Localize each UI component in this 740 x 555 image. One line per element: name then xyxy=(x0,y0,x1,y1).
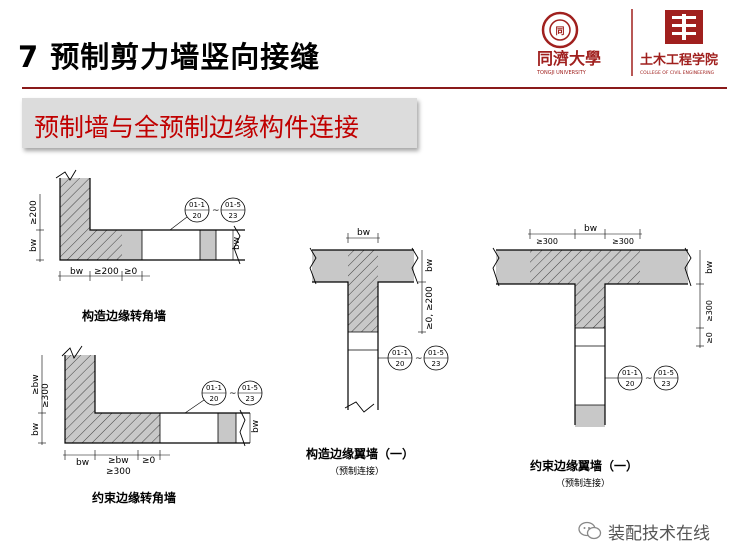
svg-text:~: ~ xyxy=(229,389,237,399)
svg-text:~: ~ xyxy=(212,206,220,216)
tongji-seal-icon xyxy=(541,11,579,49)
d3-caption: 构造边缘翼墙（一） xyxy=(306,446,414,461)
d3-note: （预制连接） xyxy=(330,465,384,477)
college-name: 土木工程学院 xyxy=(640,52,718,68)
d2-dim-ge0: ≥0 xyxy=(142,456,156,466)
footer-watermark: 装配技术在线 xyxy=(578,521,710,544)
d3-dim-bw-top: bw xyxy=(357,228,370,238)
d2-ref-a-bot: 20 xyxy=(210,395,219,403)
svg-text:同: 同 xyxy=(555,26,564,37)
d4-dim-ge300-r: ≥300 xyxy=(612,237,634,246)
d2-dim-bw2: ≥bw xyxy=(108,456,129,466)
tongji-name: 同濟大學 xyxy=(537,49,601,68)
drawings-canvas: ≥200 bw bw ≥200 ≥0 bw 01-1 20 ~ 01-5 23 … xyxy=(29,169,715,505)
d2-dim-ge300-h: ≥300 xyxy=(106,467,131,477)
drawing-structural-corner-wall: ≥200 bw bw ≥200 ≥0 bw 01-1 20 ~ 01-5 23 … xyxy=(29,169,246,323)
d1-ref-b-bot: 23 xyxy=(229,212,238,220)
d4-ref-a-bot: 20 xyxy=(626,380,635,388)
d3-ref-b-top: 01-5 xyxy=(428,349,444,357)
d4-dim-bw-top: bw xyxy=(584,224,597,234)
d4-ref-a-top: 01-1 xyxy=(622,369,638,377)
d1-ref-a-bot: 20 xyxy=(193,212,202,220)
d4-dim-ge300-l: ≥300 xyxy=(536,237,558,246)
d2-dim-bw-v: bw xyxy=(31,423,41,436)
d2-dim-bw-r: bw xyxy=(251,420,261,433)
drawing-constrained-flange-wall: ≥300 bw ≥300 bw ≥300 ≥0 01-1 20 ~ 01-5 2… xyxy=(492,224,715,489)
svg-text:~: ~ xyxy=(415,354,423,364)
d2-ref-b-bot: 23 xyxy=(246,395,255,403)
svg-text:~: ~ xyxy=(645,374,653,384)
d1-dim-bw-r: bw xyxy=(232,237,242,250)
d3-ref-b-bot: 23 xyxy=(432,360,441,368)
title-divider xyxy=(22,87,727,89)
college-name-en: COLLEGE OF CIVIL ENGINEERING xyxy=(640,70,715,76)
wechat-icon xyxy=(578,521,602,540)
d4-caption: 约束边缘翼墙（一） xyxy=(530,458,638,473)
d4-dim-ge300-v: ≥300 xyxy=(705,300,714,322)
d4-ref-b-top: 01-5 xyxy=(658,369,674,377)
logo-area: 同 同濟大學 TONGJI UNIVERSITY 土木工程学院 COLLEGE … xyxy=(536,9,718,76)
slide-subtitle: 预制墙与全预制边缘构件连接 xyxy=(34,113,360,142)
d2-caption: 约束边缘转角墙 xyxy=(92,490,176,505)
d3-ref-a-bot: 20 xyxy=(396,360,405,368)
subtitle-box: 预制墙与全预制边缘构件连接 xyxy=(22,98,417,148)
d4-note: （预制连接） xyxy=(556,477,610,489)
d1-ref-b-top: 01-5 xyxy=(225,201,241,209)
d1-caption: 构造边缘转角墙 xyxy=(82,308,166,323)
slide-title: 7 预制剪力墙竖向接缝 xyxy=(18,40,321,74)
d1-ref-a-top: 01-1 xyxy=(189,201,205,209)
d1-dim-bw-h: bw xyxy=(70,267,83,277)
college-logo: 土木工程学院 COLLEGE OF CIVIL ENGINEERING xyxy=(640,10,718,76)
d3-dim-bw-right: bw xyxy=(425,259,435,272)
d3-dim-ge0-200: ≥0, ≥200 xyxy=(425,286,435,330)
d2-dim-bw-h: bw xyxy=(76,458,89,468)
tongji-logo: 同 同濟大學 TONGJI UNIVERSITY xyxy=(536,11,601,76)
d1-dim-200: ≥200 xyxy=(29,200,39,225)
d2-dim-ge300-v: ≥300 xyxy=(41,383,51,408)
drawing-constrained-corner-wall: ≥bw ≥300 bw bw ≥bw ≥300 ≥0 bw 01-1 20 ~ … xyxy=(31,345,263,505)
d1-dim-ge0: ≥0 xyxy=(124,267,138,277)
d4-ref-b-bot: 23 xyxy=(662,380,671,388)
d2-ref-b-top: 01-5 xyxy=(242,384,258,392)
d3-ref-a-top: 01-1 xyxy=(392,349,408,357)
d1-dim-ge200: ≥200 xyxy=(94,267,119,277)
footer-label: 装配技术在线 xyxy=(608,523,710,544)
drawing-structural-flange-wall: bw bw ≥0, ≥200 01-1 20 ~ 01-5 23 构造边缘翼墙（… xyxy=(306,228,449,477)
d4-dim-ge0: ≥0 xyxy=(705,332,714,344)
tongji-name-en: TONGJI UNIVERSITY xyxy=(536,70,587,76)
d2-dim-bw-top: ≥bw xyxy=(31,374,41,395)
d1-dim-bw-v: bw xyxy=(29,239,39,252)
d4-dim-bw-r: bw xyxy=(705,261,715,274)
d2-ref-a-top: 01-1 xyxy=(206,384,222,392)
